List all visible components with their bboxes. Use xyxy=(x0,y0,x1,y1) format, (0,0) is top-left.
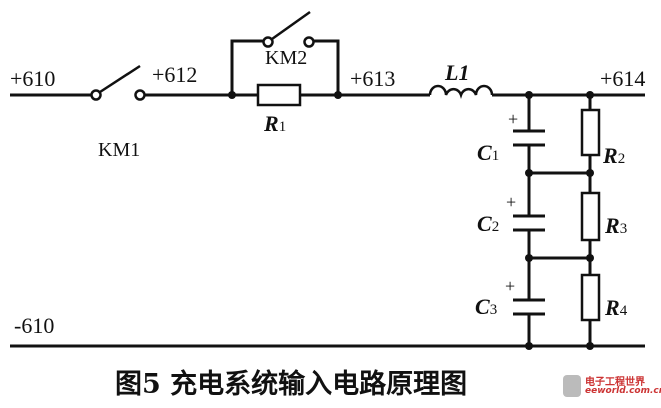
r1-resistor xyxy=(256,83,302,107)
node-label-614: +614 xyxy=(600,66,646,91)
km1-label: KM1 xyxy=(98,139,141,161)
c1-label: C1 xyxy=(477,140,500,165)
l1-inductor xyxy=(428,84,494,99)
node-label-612: +612 xyxy=(152,62,198,87)
node-label-610: +610 xyxy=(10,66,56,91)
km2-switch xyxy=(230,10,340,95)
l1-label: L1 xyxy=(445,60,470,85)
junction-dots xyxy=(228,91,594,350)
r3-label: R3 xyxy=(605,213,628,238)
logo-cn-text: 电子工程世界 xyxy=(585,377,645,388)
resistor-column xyxy=(580,95,601,346)
figure-caption: 图5 充电系统输入电路原理图 xyxy=(115,369,468,400)
node-label-613: +613 xyxy=(350,66,396,91)
c3-label: C3 xyxy=(475,294,498,319)
r1-label: R1 xyxy=(264,111,287,136)
eeworld-logo: 电子工程世界 eeworld.com.cn xyxy=(563,373,661,405)
logo-en-text: eeworld.com.cn xyxy=(585,386,661,396)
r2-label: R2 xyxy=(603,143,626,168)
c1-plus: + xyxy=(508,109,519,129)
capacitor-column xyxy=(513,95,545,346)
r4-label: R4 xyxy=(605,295,628,320)
node-label-neg610: -610 xyxy=(14,313,55,338)
logo-mark-icon xyxy=(563,375,581,397)
c3-plus: + xyxy=(505,276,516,296)
km1-switch xyxy=(90,64,146,101)
km2-label: KM2 xyxy=(265,47,308,69)
c2-label: C2 xyxy=(477,211,500,236)
c2-plus: + xyxy=(506,192,517,212)
